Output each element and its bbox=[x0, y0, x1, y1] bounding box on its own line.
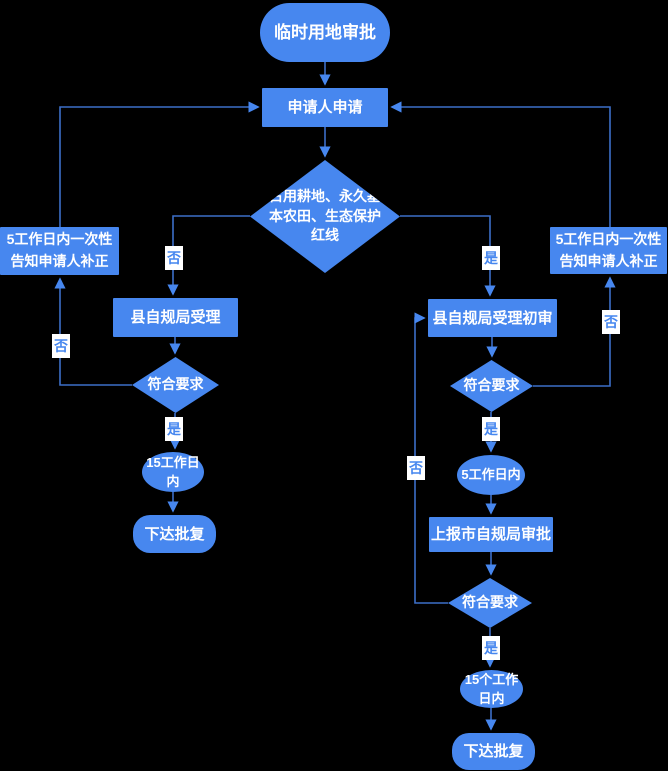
edge-label-yes-bottom: 是 bbox=[482, 636, 500, 660]
node-decision-land-occupation-label: 占用耕地、永久基本农田、生态保护红线 bbox=[269, 188, 381, 244]
node-issue-approval-right: 下达批复 bbox=[452, 733, 535, 770]
node-15-working-days-right: 15个工作日内 bbox=[460, 670, 523, 708]
node-report-city-bureau-approval: 上报市自规局审批 bbox=[429, 517, 553, 552]
node-start-temporary-land-approval: 临时用地审批 bbox=[260, 3, 390, 62]
node-check-requirements-left-label: 符合要求 bbox=[147, 376, 204, 393]
edge-label-yes-left: 是 bbox=[165, 417, 183, 441]
node-issue-approval-left: 下达批复 bbox=[133, 515, 216, 553]
node-notify-correction-left: 5工作日内一次性告知申请人补正 bbox=[0, 227, 119, 275]
node-notify-correction-right: 5工作日内一次性告知申请人补正 bbox=[550, 227, 667, 274]
node-15-working-days-left: 15工作日内 bbox=[142, 452, 204, 492]
node-applicant-apply: 申请人申请 bbox=[262, 88, 388, 127]
edge-label-no-to-notify-left: 否 bbox=[52, 334, 70, 358]
node-county-bureau-accept: 县自规局受理 bbox=[113, 298, 238, 337]
node-county-bureau-initial-review: 县自规局受理初审 bbox=[428, 299, 557, 337]
node-check-requirements-bottom-label: 符合要求 bbox=[461, 594, 518, 611]
edge-label-no-to-notify-right: 否 bbox=[602, 310, 620, 334]
node-check-requirements-mid-label: 符合要求 bbox=[463, 377, 520, 394]
node-5-working-days: 5工作日内 bbox=[457, 455, 525, 495]
edge-label-no-loop-back: 否 bbox=[407, 456, 425, 480]
edge-label-yes-to-initial-review: 是 bbox=[482, 246, 500, 270]
edge-label-yes-mid: 是 bbox=[482, 417, 500, 441]
edge-label-no-to-county-accept: 否 bbox=[165, 246, 183, 270]
